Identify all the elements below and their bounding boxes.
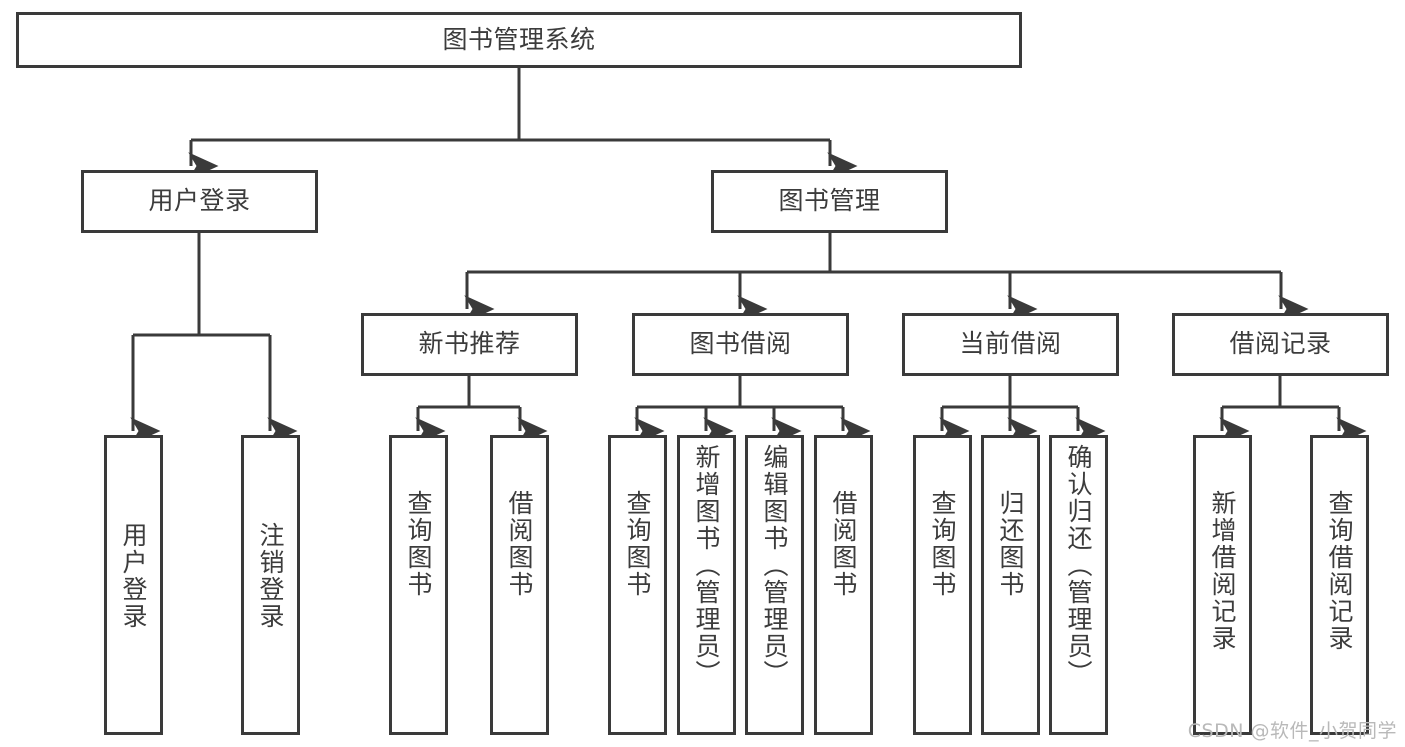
node-leaf-return-book-label: 归还图书 (996, 490, 1025, 598)
node-leaf-borrow-book-2[interactable]: 借阅图书 (814, 435, 873, 735)
node-current-borrow-label: 当前借阅 (959, 329, 1062, 359)
node-book-borrow[interactable]: 图书借阅 (632, 313, 849, 376)
node-leaf-user-login[interactable]: 用户登录 (104, 435, 163, 735)
node-root-system[interactable]: 图书管理系统 (16, 12, 1022, 68)
node-borrow-record[interactable]: 借阅记录 (1172, 313, 1389, 376)
node-new-book-recommend-label: 新书推荐 (418, 329, 521, 359)
node-leaf-confirm-return[interactable]: 确认归还（管理员） (1049, 435, 1108, 735)
node-book-borrow-label: 图书借阅 (689, 329, 792, 359)
node-leaf-confirm-return-label: 确认归还（管理员） (1064, 444, 1093, 687)
watermark-text: CSDN @软件_小贺同学 (1187, 720, 1397, 742)
node-new-book-recommend[interactable]: 新书推荐 (361, 313, 578, 376)
node-book-management-label: 图书管理 (778, 186, 881, 216)
node-leaf-logout[interactable]: 注销登录 (241, 435, 300, 735)
node-leaf-borrow-book-2-label: 借阅图书 (829, 490, 858, 598)
node-leaf-edit-book-label: 编辑图书（管理员） (760, 444, 789, 687)
node-book-management[interactable]: 图书管理 (711, 170, 948, 233)
node-leaf-logout-label: 注销登录 (256, 522, 285, 630)
node-leaf-add-record[interactable]: 新增借阅记录 (1193, 435, 1252, 735)
node-leaf-query-record[interactable]: 查询借阅记录 (1310, 435, 1369, 735)
node-leaf-query-book-1[interactable]: 查询图书 (389, 435, 448, 735)
node-root-label: 图书管理系统 (442, 24, 596, 54)
node-leaf-query-record-label: 查询借阅记录 (1325, 490, 1354, 652)
node-leaf-query-book-2[interactable]: 查询图书 (608, 435, 667, 735)
node-leaf-query-book-2-label: 查询图书 (623, 490, 652, 598)
node-leaf-query-book-1-label: 查询图书 (404, 490, 433, 598)
node-user-login[interactable]: 用户登录 (81, 170, 318, 233)
node-leaf-return-book[interactable]: 归还图书 (981, 435, 1040, 735)
node-leaf-edit-book[interactable]: 编辑图书（管理员） (745, 435, 804, 735)
node-leaf-query-book-3[interactable]: 查询图书 (913, 435, 972, 735)
node-leaf-add-record-label: 新增借阅记录 (1208, 490, 1237, 652)
node-leaf-add-book[interactable]: 新增图书（管理员） (677, 435, 736, 735)
node-user-login-label: 用户登录 (148, 186, 251, 216)
node-leaf-borrow-book-1[interactable]: 借阅图书 (490, 435, 549, 735)
node-current-borrow[interactable]: 当前借阅 (902, 313, 1119, 376)
node-borrow-record-label: 借阅记录 (1229, 329, 1332, 359)
node-leaf-query-book-3-label: 查询图书 (928, 490, 957, 598)
node-leaf-add-book-label: 新增图书（管理员） (692, 444, 721, 687)
node-leaf-user-login-label: 用户登录 (119, 522, 148, 630)
node-leaf-borrow-book-1-label: 借阅图书 (505, 490, 534, 598)
